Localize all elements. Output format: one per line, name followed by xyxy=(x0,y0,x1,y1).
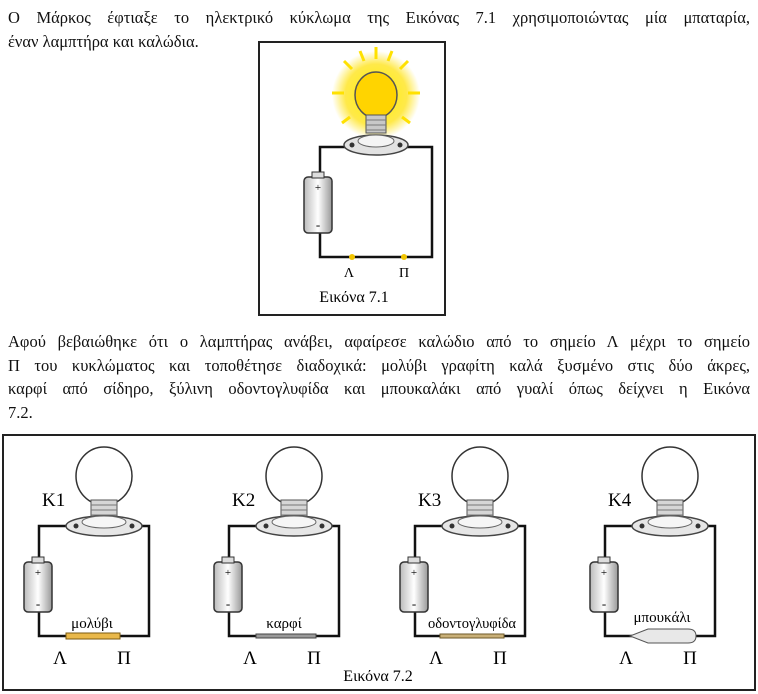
circuit-k1-object-label: μολύβι xyxy=(71,616,113,632)
body-line-3: καρφί από σίδηρο, ξύλινη οδοντογλυφίδα κ… xyxy=(8,379,750,398)
pencil-object xyxy=(65,632,121,640)
circuit-k1-point-l: Λ xyxy=(53,648,67,669)
figure-7-2: + - Κ1 μολύβι Λ Π Κ2 καρφί Λ Π Κ3 ο xyxy=(2,434,756,691)
body-line-4: 7.2. xyxy=(8,402,33,422)
circuit-k3-label: Κ3 xyxy=(418,490,441,511)
point-p-marker xyxy=(401,254,407,260)
figure-7-2-illustration: + - Κ1 μολύβι Λ Π Κ2 καρφί Λ Π Κ3 ο xyxy=(22,445,717,685)
light-bulb xyxy=(343,71,409,156)
figure-7-1-caption: Εικόνα 7.1 xyxy=(319,289,388,306)
intro-paragraph: Ο Μάρκος έφτιαξε το ηλεκτρικό κύκλωμα τη… xyxy=(8,6,750,53)
circuit-k4-point-p: Π xyxy=(683,648,697,669)
figure-7-1-illustration: + - Λ Π Εικόνα 7.1 xyxy=(303,47,434,306)
circuit-k1-label: Κ1 xyxy=(42,490,65,511)
figure-7-1: + - Λ Π Εικόνα 7.1 xyxy=(258,41,446,316)
nail-object xyxy=(255,633,317,639)
circuit-k3-point-p: Π xyxy=(493,648,507,669)
battery: + - xyxy=(303,171,333,234)
circuit-k3-object-label: οδοντογλυφίδα xyxy=(428,616,516,632)
body-line-1: Αφού βεβαιώθηκε ότι ο λαμπτήρας ανάβει, … xyxy=(8,332,750,351)
point-l-marker xyxy=(349,254,355,260)
point-l-label: Λ xyxy=(344,266,355,281)
toothpick-object xyxy=(439,633,505,639)
body-line-2: Π του κυκλώματος και τοποθέτησε διαδοχικ… xyxy=(8,355,750,375)
intro-line-2: έναν λαμπτήρα και καλώδια. xyxy=(8,31,199,51)
circuit-k2: Κ2 καρφί Λ Π xyxy=(212,445,341,669)
circuit-k3-point-l: Λ xyxy=(429,648,443,669)
circuit-k2-point-p: Π xyxy=(307,648,321,669)
circuit-k2-point-l: Λ xyxy=(243,648,257,669)
body-paragraph: Αφού βεβαιώθηκε ότι ο λαμπτήρας ανάβει, … xyxy=(8,330,750,424)
circuit-k2-label: Κ2 xyxy=(232,490,255,511)
circuit-k4-label: Κ4 xyxy=(608,490,632,511)
circuit-k4-point-l: Λ xyxy=(619,648,633,669)
intro-line-1: Ο Μάρκος έφτιαξε το ηλεκτρικό κύκλωμα τη… xyxy=(8,8,750,27)
circuit-k4-object-label: μπουκάλι xyxy=(634,610,691,626)
circuit-k4: Κ4 μπουκάλι Λ Π xyxy=(588,445,717,669)
svg-text:+: + xyxy=(315,182,321,194)
svg-text:-: - xyxy=(316,217,320,232)
circuit-k1-point-p: Π xyxy=(117,648,131,669)
circuit-k2-object-label: καρφί xyxy=(266,616,301,632)
circuit-k3: Κ3 οδοντογλυφίδα Λ Π xyxy=(398,445,527,669)
circuit-wires xyxy=(318,145,434,259)
figure-7-2-caption: Εικόνα 7.2 xyxy=(343,668,412,685)
point-p-label: Π xyxy=(399,266,409,281)
circuit-k1: Κ1 μολύβι Λ Π xyxy=(22,445,151,669)
bottle-object xyxy=(628,628,697,644)
